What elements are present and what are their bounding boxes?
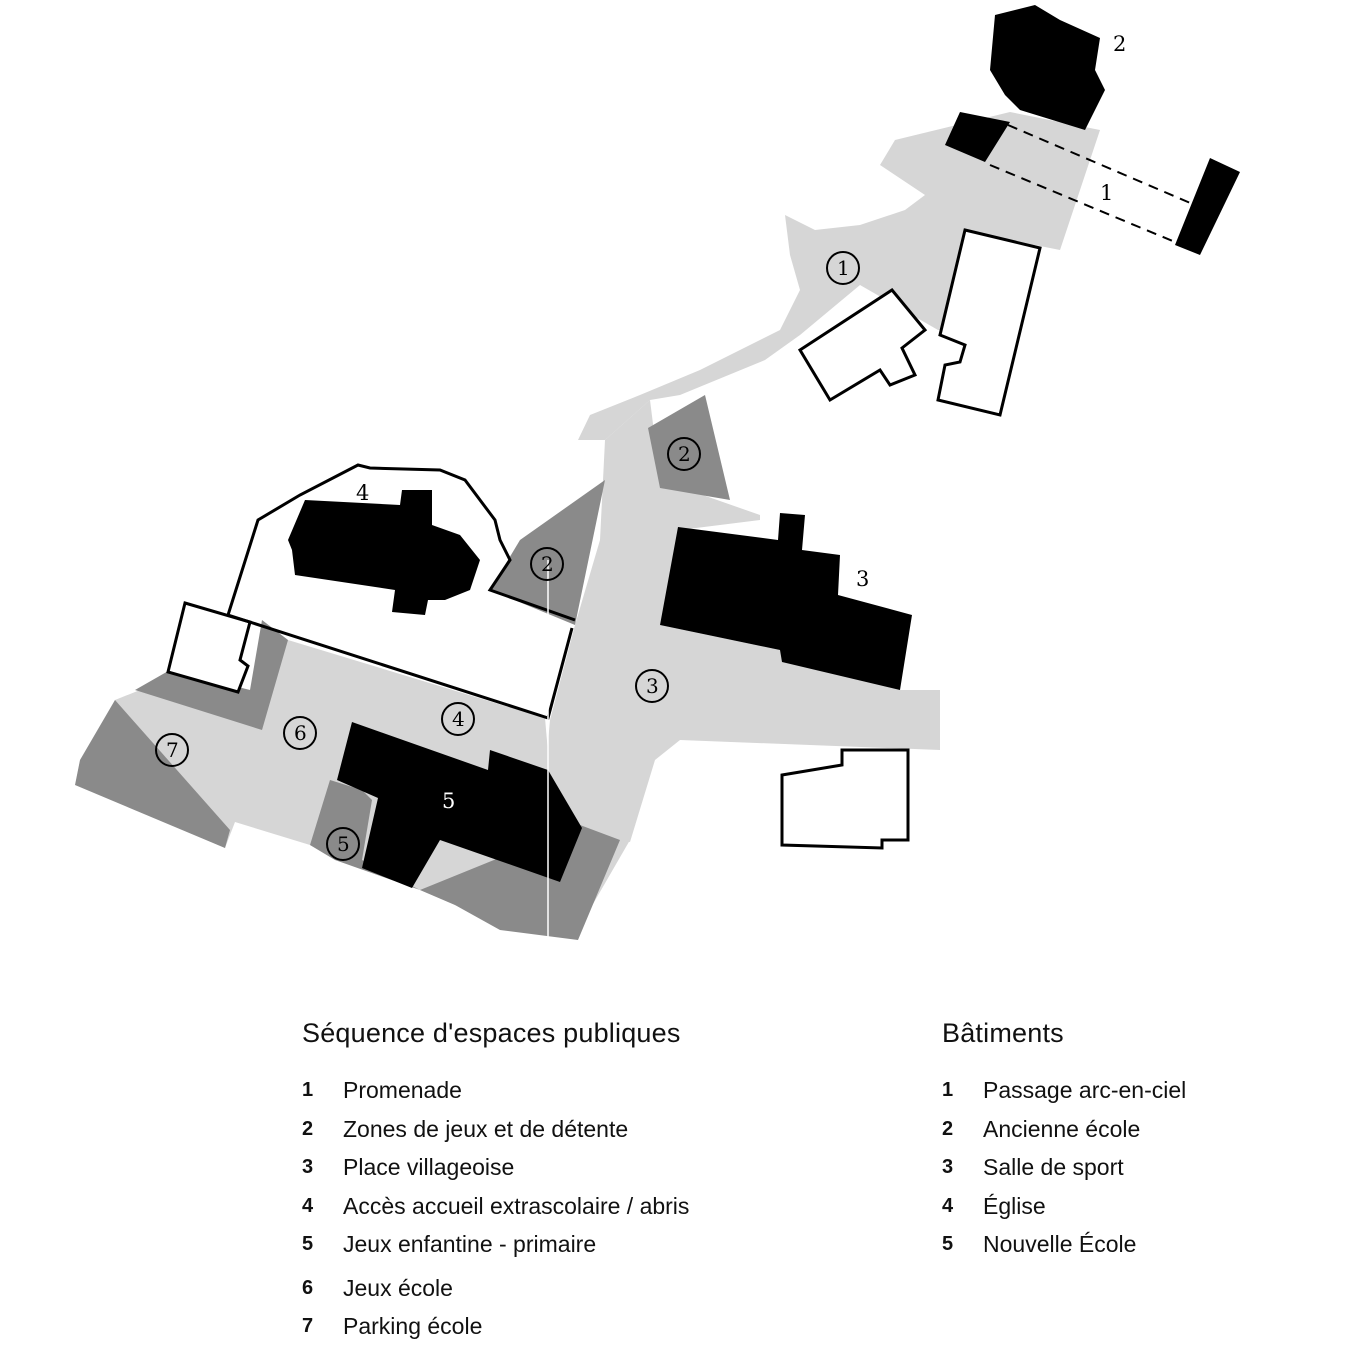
church-enclosure (226, 463, 576, 720)
space-marker-1-circle (826, 251, 860, 285)
space-marker-5: 5 (337, 832, 350, 856)
space-marker-2a-circle (667, 437, 701, 471)
building-label-2: 2 (1113, 32, 1126, 56)
main-buildings (288, 5, 1240, 888)
building-label-3: 3 (856, 567, 869, 591)
building-ancienne-ecole (990, 5, 1105, 130)
play-zone-2a (648, 395, 730, 500)
building-eglise (288, 490, 480, 615)
parking-edge (75, 700, 230, 848)
space-marker-3-circle (635, 669, 669, 703)
building-label-1: 1 (1100, 181, 1113, 205)
space-marker-2a: 2 (678, 442, 691, 466)
legend-public-spaces-title: Séquence d'espaces publiques (302, 1018, 681, 1048)
space-marker-4-circle (441, 702, 475, 736)
space-marker-5-circle (326, 827, 360, 861)
space-marker-4: 4 (452, 707, 465, 731)
space-marker-2b: 2 (541, 552, 554, 576)
site-plan-map: 2 1 3 4 5 1 2 2 3 4 5 6 7 (75, 5, 1240, 940)
space-marker-3: 3 (646, 674, 659, 698)
building-passage-left (945, 112, 1010, 162)
building-label-5: 5 (442, 789, 455, 813)
legend-buildings-title: Bâtiments (942, 1018, 1064, 1048)
building-passage-right (1175, 158, 1240, 255)
house-east (936, 228, 1042, 417)
parking-north-edge (135, 620, 288, 730)
building-nouvelle-ecole (337, 722, 582, 888)
play-zone-5 (310, 780, 620, 940)
building-label-4: 4 (356, 481, 369, 505)
promenade-area (578, 112, 1100, 440)
space-marker-1: 1 (837, 256, 850, 280)
space-marker-6: 6 (294, 721, 307, 745)
building-salle-de-sport (660, 513, 912, 690)
space-markers (155, 251, 860, 861)
village-square-area (545, 400, 940, 842)
space-marker-6-circle (283, 716, 317, 750)
house-center (797, 288, 928, 403)
space-marker-7: 7 (166, 738, 179, 762)
play-zones (75, 395, 730, 940)
play-zone-2b (490, 480, 605, 625)
other-buildings (166, 228, 1042, 850)
space-marker-2b-circle (530, 547, 564, 581)
house-south-east (780, 748, 910, 850)
space-marker-7-circle (155, 733, 189, 767)
